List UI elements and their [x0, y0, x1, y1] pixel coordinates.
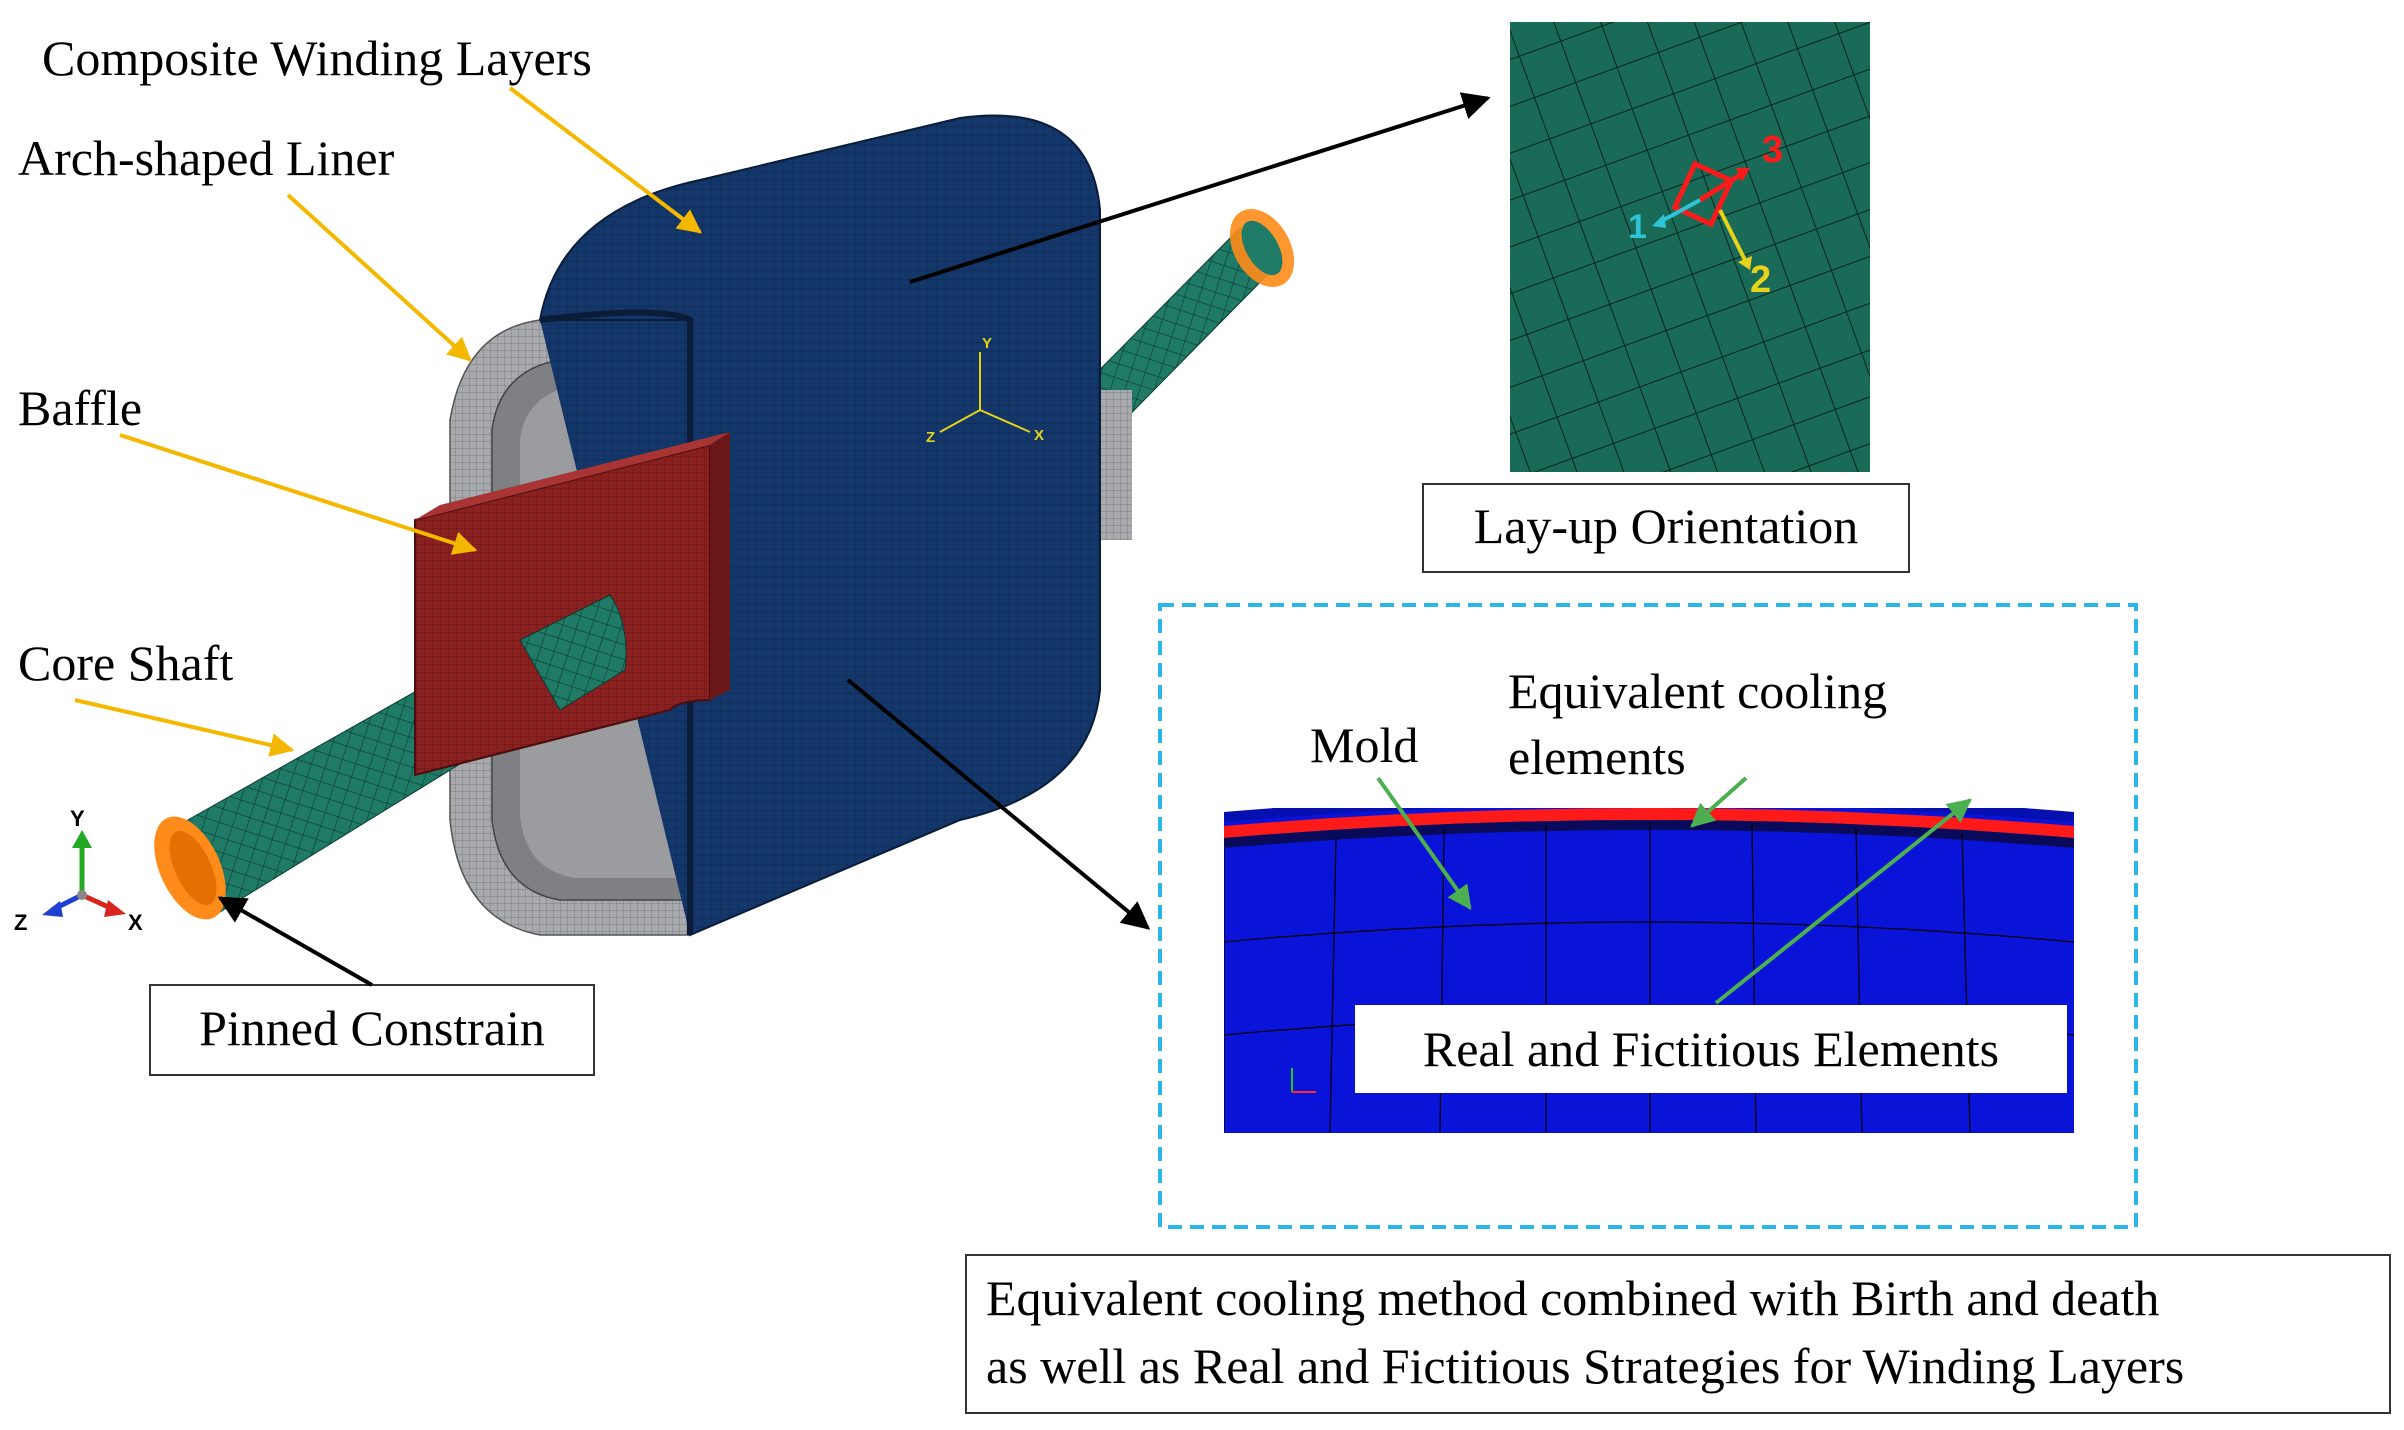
arrow-composite: [508, 86, 702, 234]
model-coordinate-triad: [939, 352, 1031, 433]
model-assembly: Y X Z: [154, 114, 1295, 943]
layup-axis-1: 1: [1628, 208, 1647, 246]
leader-arrows: [74, 86, 702, 757]
label-baffle: Baffle: [18, 380, 142, 436]
baffle: [414, 443, 711, 777]
green-arrows: [1376, 776, 1972, 1005]
real-fictitious-box: [1355, 1005, 2067, 1093]
orientation-marker: [1671, 160, 1735, 228]
label-layup-orientation: Lay-up Orientation: [1474, 498, 1859, 554]
method-description-line2: as well as Real and Fictitious Strategie…: [986, 1338, 2184, 1394]
arrow-to-cooling-inset: [846, 678, 1151, 930]
arrow-cooling: [1690, 776, 1748, 828]
layup-mesh: [1510, 22, 1870, 472]
layup-inset: 3 1 2: [1510, 22, 1870, 472]
model-triad-x: X: [1034, 427, 1044, 444]
label-core-shaft: Core Shaft: [18, 635, 233, 691]
arrow-mold: [1376, 776, 1472, 910]
winding-layer-top: [1224, 808, 2074, 822]
label-composite-winding-layers: Composite Winding Layers: [42, 30, 592, 86]
arrow-pinned: [217, 896, 373, 987]
main-triad-y: Y: [70, 806, 85, 831]
arrow-liner: [286, 193, 472, 362]
main-coordinate-triad: Y X Z: [14, 806, 143, 935]
model-triad-z: Z: [926, 429, 935, 446]
layup-label-box: [1422, 483, 1910, 573]
label-equivalent-cooling-2: elements: [1508, 729, 1686, 785]
label-arch-shaped-liner: Arch-shaped Liner: [18, 130, 395, 186]
main-triad-z: Z: [14, 910, 27, 935]
arrow-baffle: [119, 433, 478, 555]
layup-axis-2: 2: [1750, 259, 1771, 301]
method-description-line1: Equivalent cooling method combined with …: [986, 1270, 2159, 1326]
cooling-inset-dashed-box: [1158, 603, 2138, 1229]
arrow-core-shaft: [74, 698, 295, 757]
arrow-to-layup: [909, 92, 1491, 284]
model-triad-y: Y: [982, 335, 992, 352]
label-equivalent-cooling-1: Equivalent cooling: [1508, 663, 1887, 719]
cooling-element-layer: [1224, 808, 2074, 838]
arrow-real-fictitious: [1714, 798, 1972, 1005]
main-triad-x: X: [128, 910, 143, 935]
label-mold: Mold: [1310, 717, 1418, 773]
label-real-fictitious: Real and Fictitious Elements: [1423, 1021, 1999, 1077]
label-pinned-constrain: Pinned Constrain: [199, 1000, 545, 1056]
layup-axis-3: 3: [1762, 129, 1783, 171]
method-description-box: [965, 1254, 2391, 1414]
